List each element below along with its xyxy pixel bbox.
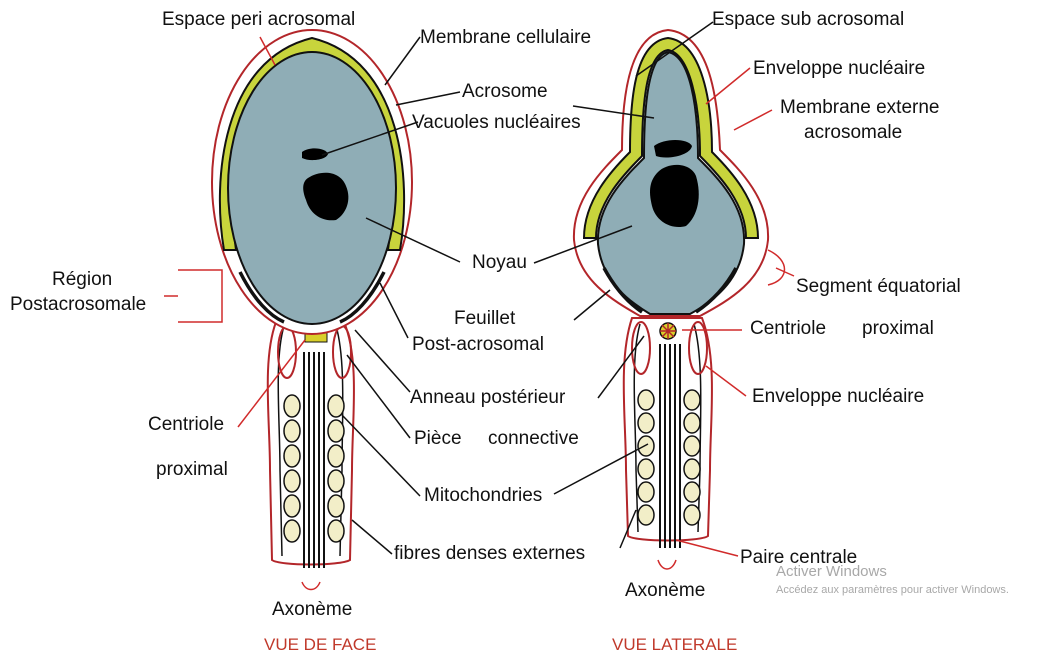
lateral-centriole-rays [660,323,676,339]
label-vacuoles-nucleaires: Vacuoles nucléaires [412,112,581,134]
label-acrosomale: acrosomale [804,122,902,144]
label-region: Région [52,269,112,291]
label-noyau: Noyau [472,252,527,274]
label-enveloppe-nucleaire-bottom: Enveloppe nucléaire [752,386,924,408]
label-axoneme-right: Axonème [625,580,705,602]
label-post-acrosomal: Post-acrosomal [412,334,544,356]
label-fibres-denses: fibres denses externes [394,543,585,565]
view-title-laterale: VUE LATERALE [612,635,737,655]
view-title-face: VUE DE FACE [264,635,376,655]
activation-watermark-subtitle: Accédez aux paramètres pour activer Wind… [776,584,1009,597]
label-enveloppe-nucleaire-top: Enveloppe nucléaire [753,58,925,80]
label-centriole-left: Centriole [148,414,224,436]
label-espace-peri-acrosomal: Espace peri acrosomal [162,9,355,31]
label-acrosome: Acrosome [462,81,548,103]
label-piece: Pièce [414,428,462,450]
label-segment-equatorial: Segment équatorial [796,276,961,298]
label-feuillet: Feuillet [454,308,515,330]
label-postacrosomale: Postacrosomale [10,294,146,316]
label-mitochondries: Mitochondries [424,485,542,507]
activation-watermark-title: Activer Windows [776,563,887,580]
label-proximal-right: proximal [862,318,934,340]
label-espace-sub-acrosomal: Espace sub acrosomal [712,9,904,31]
label-membrane-externe: Membrane externe [780,97,939,119]
label-connective: connective [488,428,579,450]
label-membrane-cellulaire: Membrane cellulaire [420,27,591,49]
label-proximal-left: proximal [156,459,228,481]
label-centriole-right: Centriole [750,318,826,340]
face-view-cell [212,30,412,568]
label-axoneme-left: Axonème [272,599,352,621]
label-anneau-posterieur: Anneau postérieur [410,387,565,409]
lateral-view-cell [574,30,768,548]
